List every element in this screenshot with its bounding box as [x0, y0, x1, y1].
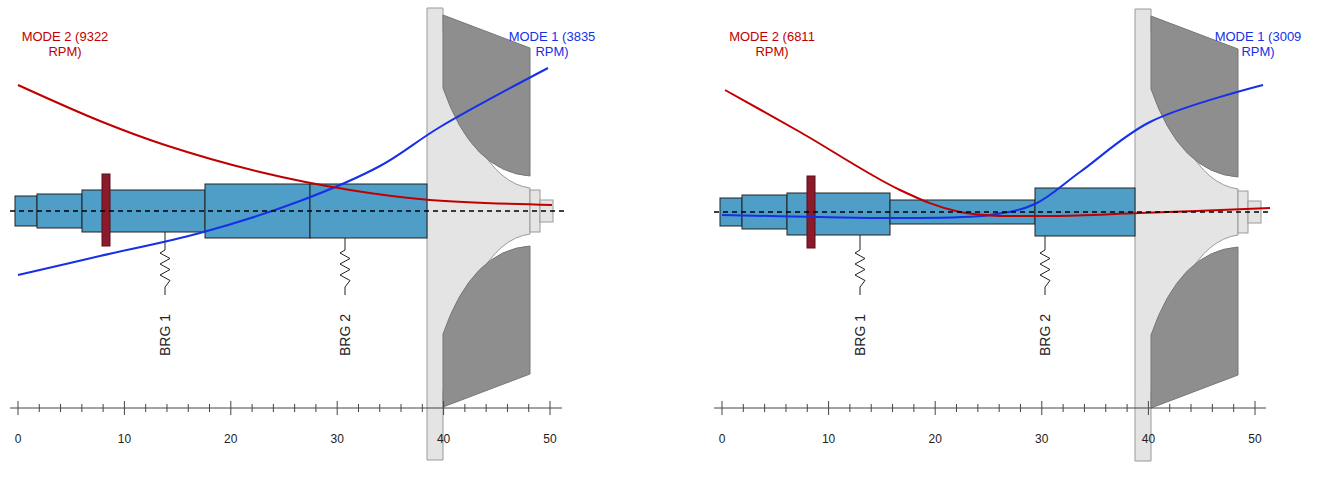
axis-tick [956, 404, 957, 412]
axis-tick [913, 404, 914, 412]
axis-tick [722, 401, 723, 415]
axis-tick [1041, 401, 1042, 415]
axis-tick [892, 404, 893, 412]
axis-tick [103, 404, 104, 412]
axis-tick [273, 404, 274, 412]
axis-tick [1063, 404, 1064, 412]
bearing-label: BRG 2 [337, 314, 353, 356]
axis-tick [871, 404, 872, 412]
axis-tick [294, 404, 295, 412]
mode-label: MODE 2 (6811 RPM) [726, 30, 818, 60]
bearing-label: BRG 1 [852, 314, 868, 356]
axis-tick-label: 10 [118, 433, 131, 447]
axis-tick [464, 404, 465, 412]
axis-tick [977, 404, 978, 412]
axis-tick [1255, 401, 1256, 415]
bearing-label: BRG 1 [157, 314, 173, 356]
axis-tick [145, 404, 146, 412]
axis-tick-label: 20 [224, 433, 237, 447]
mode-shape-curve [725, 90, 1270, 216]
axis-tick-label: 30 [1035, 433, 1048, 447]
axis-tick-label: 40 [1142, 433, 1155, 447]
axis-tick [1233, 404, 1234, 412]
axis-tick [550, 401, 551, 415]
axis-tick [1084, 404, 1085, 412]
bearing-label: BRG 2 [1037, 314, 1053, 356]
axis-tick [18, 401, 19, 415]
axis-line [10, 408, 562, 409]
axis-tick [1020, 404, 1021, 412]
axis-tick [166, 404, 167, 412]
axis-tick [1212, 404, 1213, 412]
axis-tick [209, 404, 210, 412]
axis-tick [379, 404, 380, 412]
axis-tick-label: 50 [1248, 433, 1261, 447]
axis-tick-label: 30 [331, 433, 344, 447]
axis-tick-label: 20 [929, 433, 942, 447]
axis-tick [849, 404, 850, 412]
mode-shape-curve [722, 85, 1263, 218]
left-rotor [15, 8, 553, 460]
axis-tick [81, 404, 82, 412]
axis-tick-label: 40 [437, 433, 450, 447]
axis-tick [528, 404, 529, 412]
centerline [714, 211, 1272, 213]
axis-tick [422, 404, 423, 412]
axis-tick [443, 401, 444, 415]
axis-tick [1169, 404, 1170, 412]
axis-line [714, 408, 1266, 409]
axis-tick [1191, 404, 1192, 412]
axis-tick [124, 401, 125, 415]
axis-tick [39, 404, 40, 412]
axis-tick [401, 404, 402, 412]
mode-shape-curve [18, 85, 552, 205]
axis-tick [337, 401, 338, 415]
axis-tick [743, 404, 744, 412]
axis-tick-label: 0 [719, 433, 726, 447]
axis-tick [315, 404, 316, 412]
axis-tick-label: 50 [543, 433, 556, 447]
axis-tick [252, 404, 253, 412]
axis-tick [1127, 404, 1128, 412]
axis-tick [764, 404, 765, 412]
axis-tick [358, 404, 359, 412]
axis-tick-label: 0 [15, 433, 22, 447]
axis-tick [785, 404, 786, 412]
centerline [10, 210, 568, 212]
bearing-spring [855, 235, 865, 295]
axis-tick [1148, 401, 1149, 415]
axis-tick [486, 404, 487, 412]
mode-shape-curve [18, 68, 548, 275]
bearing-spring [1040, 236, 1050, 295]
axis-tick [507, 404, 508, 412]
mode-label: MODE 2 (9322 RPM) [19, 30, 111, 60]
axis-tick [999, 404, 1000, 412]
axis-tick [935, 401, 936, 415]
mode-label: MODE 1 (3009 RPM) [1212, 30, 1304, 60]
axis-tick [188, 404, 189, 412]
mode-label: MODE 1 (3835 RPM) [506, 30, 598, 60]
collar [102, 174, 110, 246]
axis-tick-label: 10 [822, 433, 835, 447]
axis-tick [828, 401, 829, 415]
axis-tick [230, 401, 231, 415]
bearing-spring [340, 238, 350, 295]
right-rotor [720, 9, 1261, 461]
axis-tick [807, 404, 808, 412]
axis-tick [1105, 404, 1106, 412]
axis-tick [60, 404, 61, 412]
